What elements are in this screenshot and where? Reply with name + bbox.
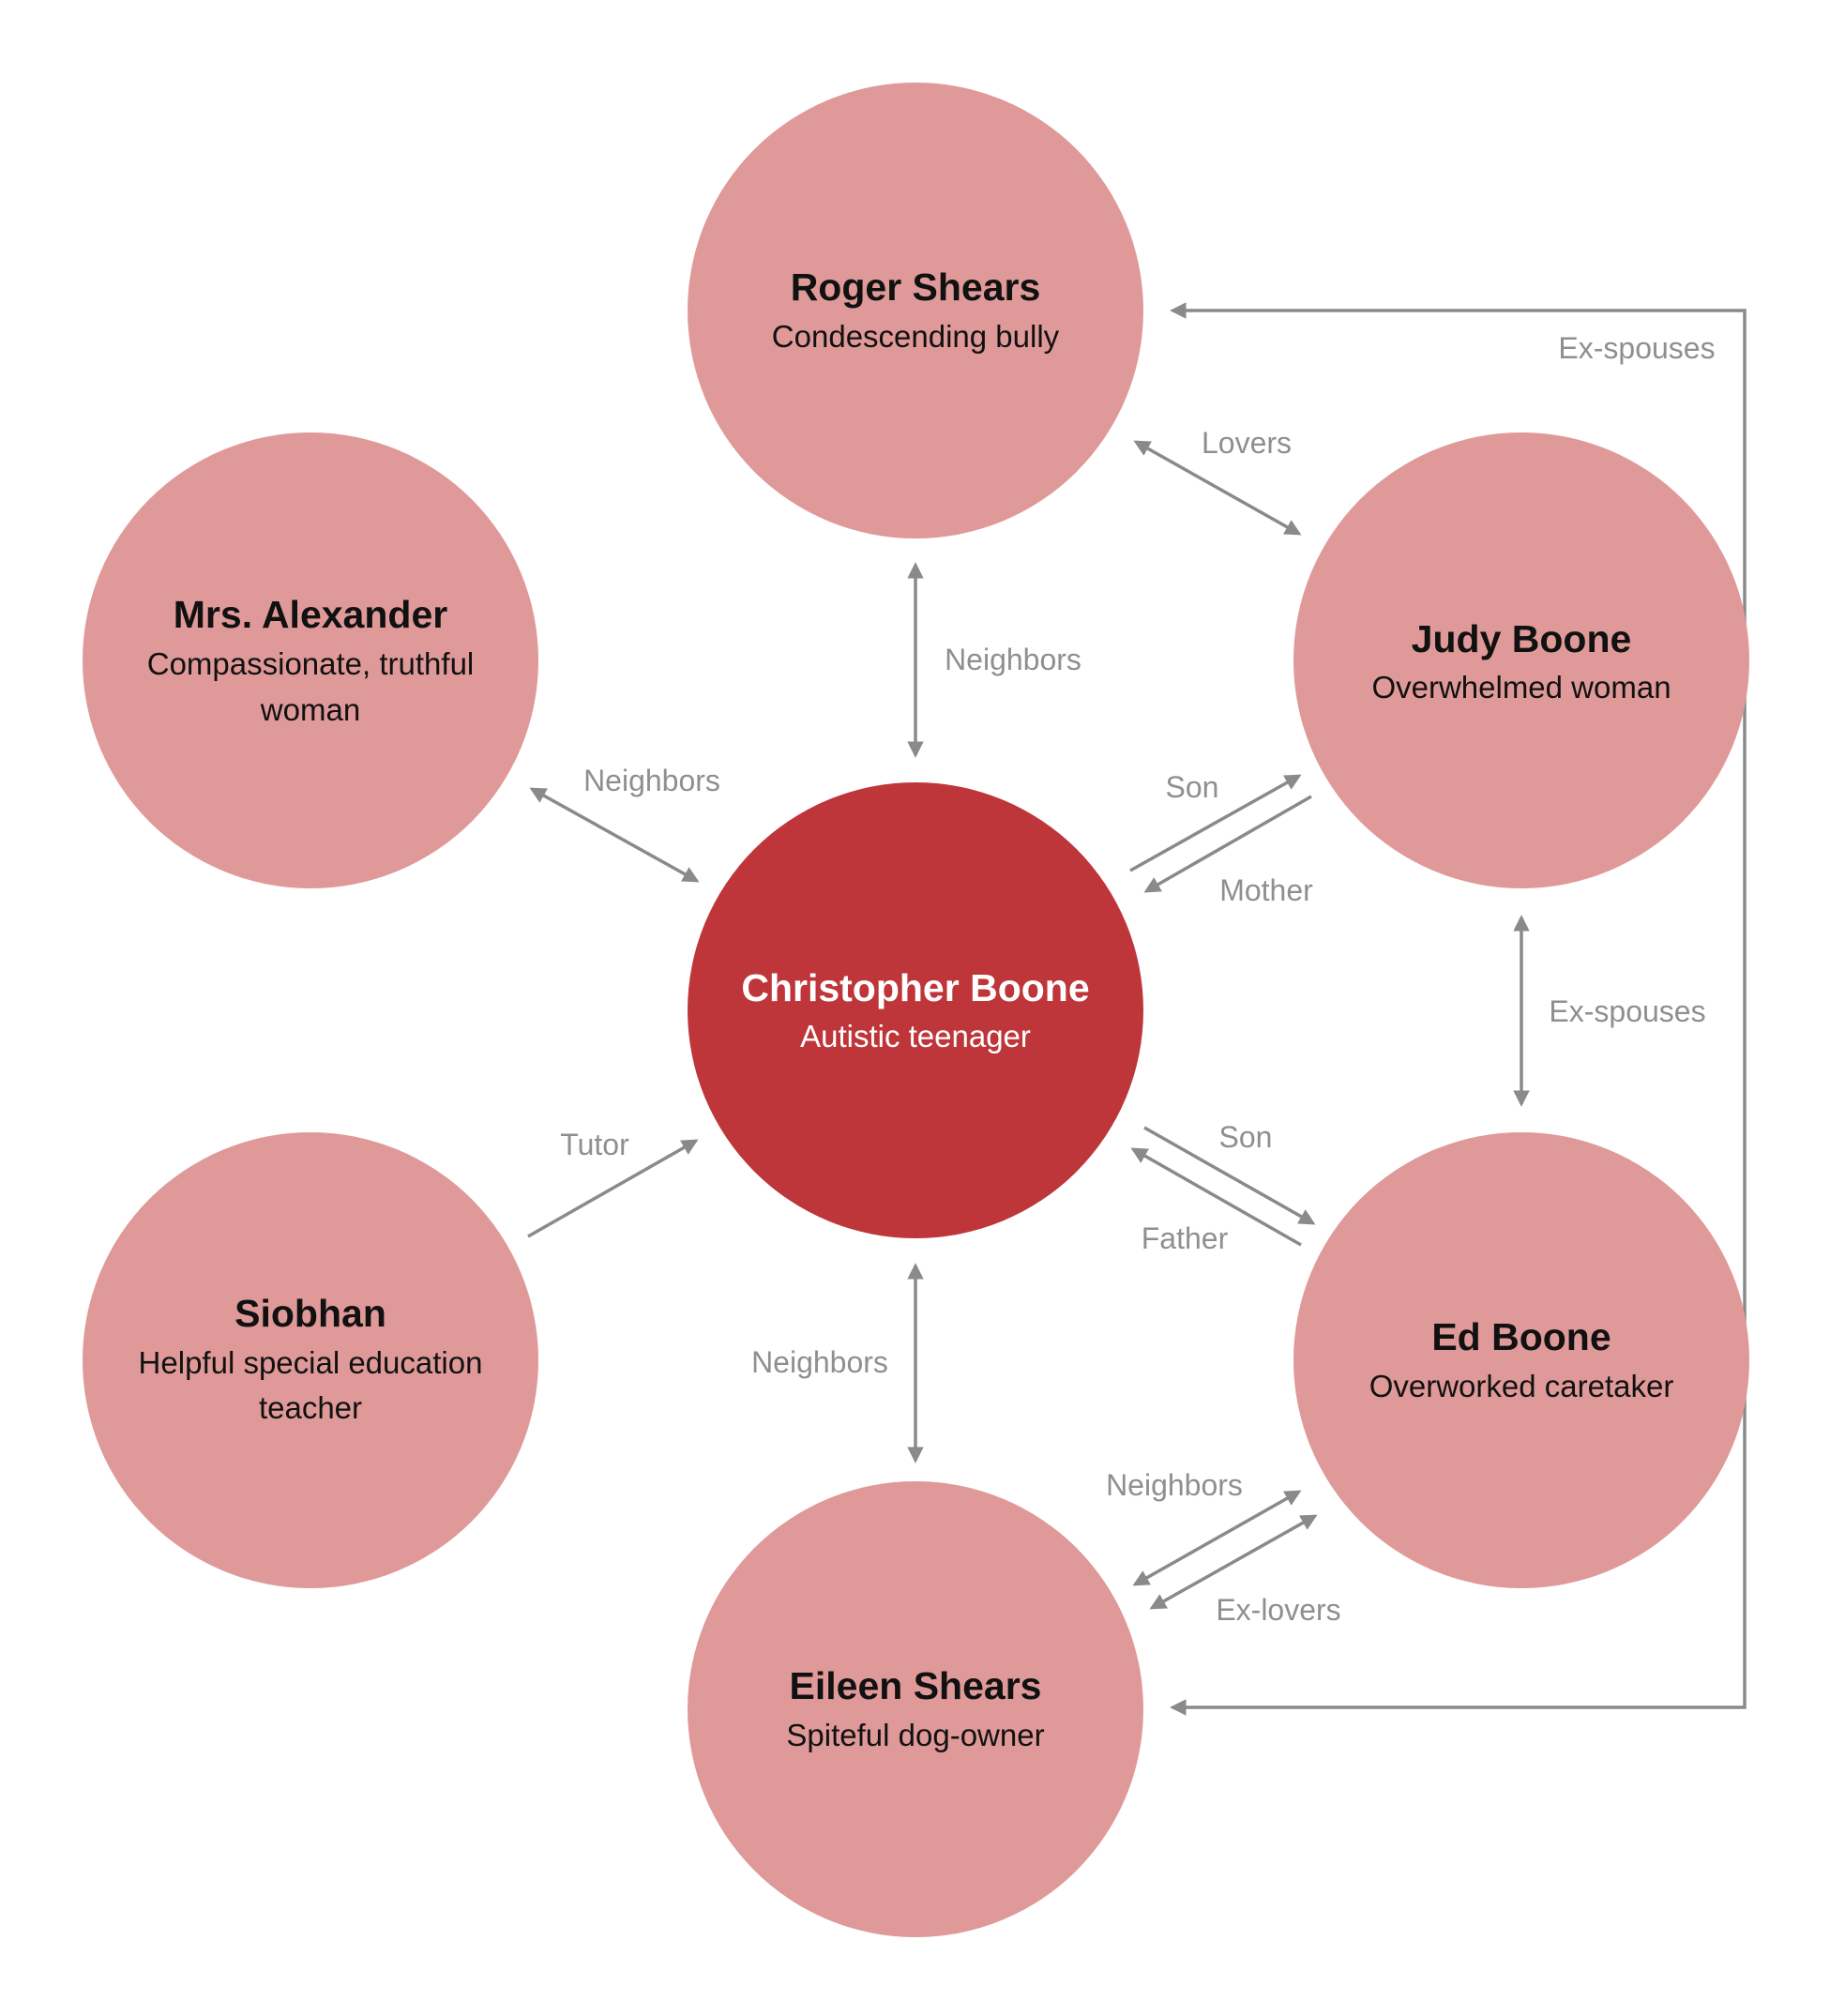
node-roger-shears: Roger Shears Condescending bully xyxy=(688,83,1143,538)
edge-label-judy-christopher-mother: Mother xyxy=(1219,873,1313,907)
edge-label-ed-eileen-exlovers: Ex-lovers xyxy=(1216,1593,1340,1627)
edge-label-ed-christopher-father: Father xyxy=(1142,1221,1229,1255)
node-circle xyxy=(83,432,538,888)
edge-ed-eileen-exlovers xyxy=(1149,1514,1318,1610)
node-description: Autistic teenager xyxy=(800,1019,1031,1053)
node-description-line-2: woman xyxy=(260,692,360,727)
edge-label-roger-christopher-neighbors: Neighbors xyxy=(945,643,1081,676)
edge-label-roger-eileen-exspouses: Ex-spouses xyxy=(1558,331,1715,365)
node-siobhan: Siobhan Helpful special education teache… xyxy=(83,1132,538,1588)
edge-label-siobhan-christopher-tutor: Tutor xyxy=(560,1128,629,1161)
node-circle xyxy=(83,1132,538,1588)
node-christopher-boone: Christopher Boone Autistic teenager xyxy=(688,782,1143,1238)
node-eileen-shears: Eileen Shears Spiteful dog-owner xyxy=(688,1481,1143,1937)
edge-christopher-judy-son xyxy=(1129,774,1302,872)
node-circle xyxy=(688,1481,1143,1937)
edge-siobhan-christopher-tutor xyxy=(527,1139,699,1238)
edge-roger-eileen-exspouses xyxy=(1170,302,1747,1716)
edge-ed-christopher-father xyxy=(1130,1147,1302,1247)
node-description: Spiteful dog-owner xyxy=(786,1718,1044,1752)
node-name: Roger Shears xyxy=(791,265,1041,309)
edge-roger-judy-lovers xyxy=(1133,440,1302,536)
node-name: Mrs. Alexander xyxy=(174,593,447,636)
node-description-line-2: teacher xyxy=(259,1390,362,1425)
node-description: Condescending bully xyxy=(772,319,1060,354)
edge-label-christopher-eileen-neighbors: Neighbors xyxy=(751,1345,888,1379)
node-description: Overwhelmed woman xyxy=(1371,670,1671,705)
edge-label-ed-eileen-neighbors: Neighbors xyxy=(1106,1468,1243,1502)
node-name: Siobhan xyxy=(234,1292,386,1335)
node-name: Ed Boone xyxy=(1431,1315,1611,1358)
node-ed-boone: Ed Boone Overworked caretaker xyxy=(1293,1132,1749,1588)
edges: Ex-spouses Lovers Neighbors Neighbors So… xyxy=(527,302,1747,1716)
node-description: Overworked caretaker xyxy=(1369,1369,1674,1403)
edge-judy-christopher-mother xyxy=(1143,795,1312,893)
node-description-line-1: Helpful special education xyxy=(139,1345,483,1380)
node-mrs-alexander: Mrs. Alexander Compassionate, truthful w… xyxy=(83,432,538,888)
edge-label-roger-judy-lovers: Lovers xyxy=(1202,426,1292,460)
edge-label-judy-ed-exspouses: Ex-spouses xyxy=(1549,994,1705,1028)
node-circle xyxy=(1293,432,1749,888)
node-name: Eileen Shears xyxy=(790,1664,1042,1707)
node-judy-boone: Judy Boone Overwhelmed woman xyxy=(1293,432,1749,888)
edge-christopher-ed-son xyxy=(1143,1126,1316,1225)
node-name: Judy Boone xyxy=(1412,617,1632,660)
edge-alexander-christopher-neighbors xyxy=(529,787,700,883)
node-name: Christopher Boone xyxy=(741,966,1089,1009)
edge-label-christopher-ed-son: Son xyxy=(1219,1120,1273,1154)
node-circle xyxy=(688,782,1143,1238)
edge-label-alexander-christopher-neighbors: Neighbors xyxy=(583,764,720,797)
node-circle xyxy=(1293,1132,1749,1588)
node-description-line-1: Compassionate, truthful xyxy=(147,646,475,681)
edge-label-christopher-judy-son: Son xyxy=(1166,770,1219,804)
node-circle xyxy=(688,83,1143,538)
